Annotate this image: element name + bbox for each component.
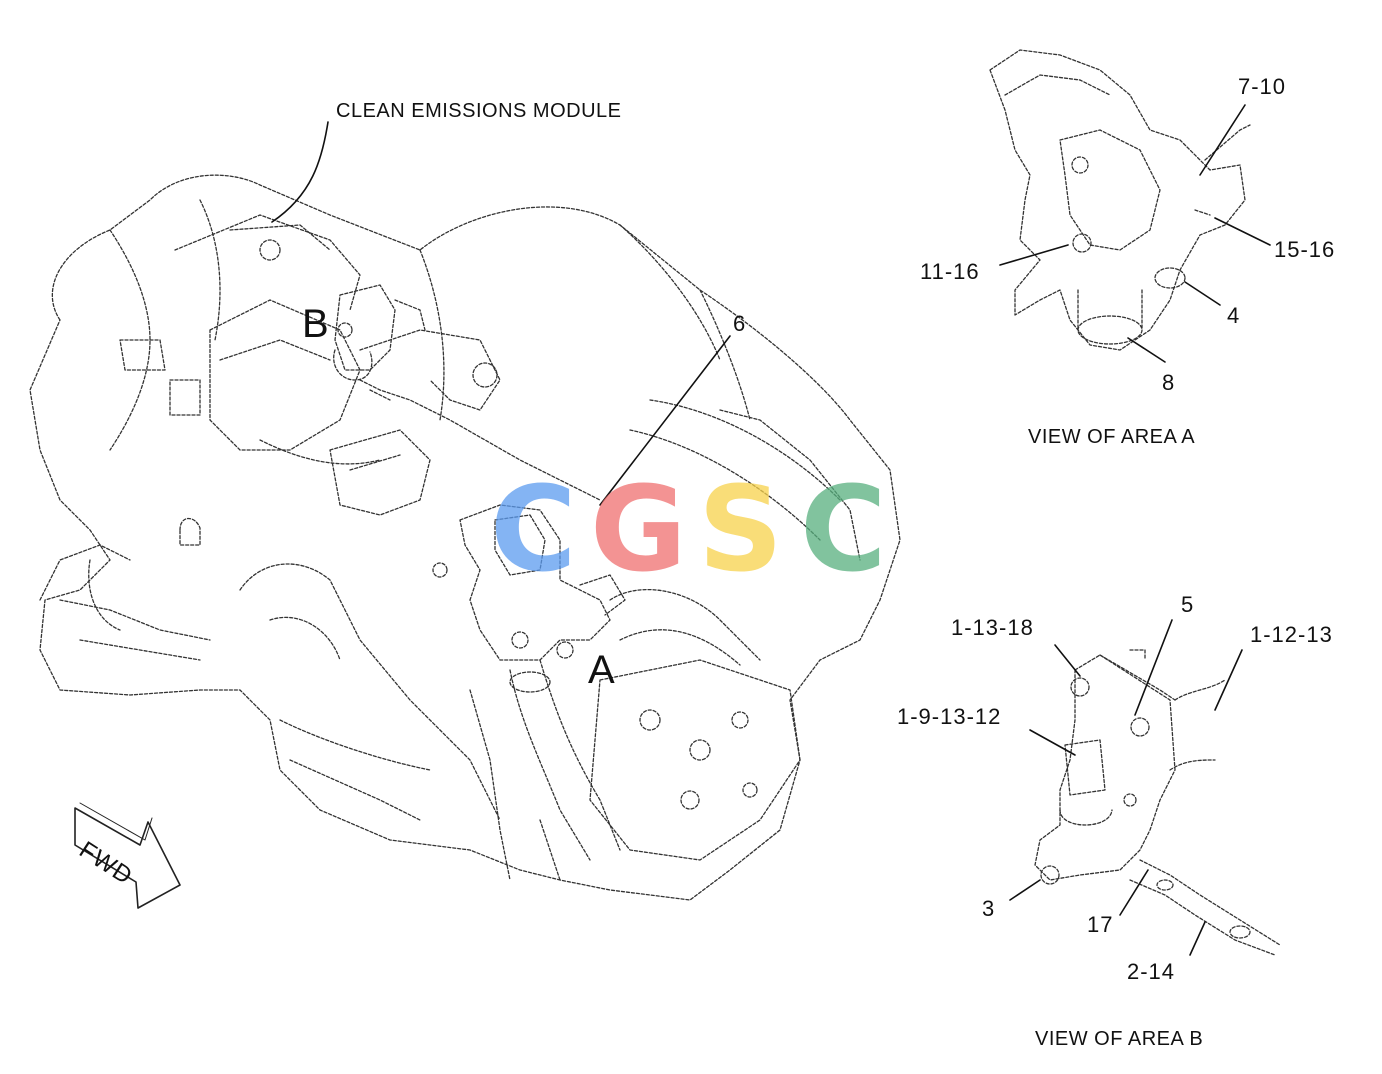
watermark-logo: C G S C [490, 470, 910, 600]
detail-leaders [999, 104, 1271, 956]
callout-6: 6 [733, 311, 747, 336]
engine-assembly [29, 174, 901, 901]
callout-7-10: 7-10 [1238, 74, 1287, 99]
callout-15-16: 15-16 [1274, 237, 1336, 262]
view-area-b-drawing [1034, 649, 1281, 956]
callout-1-13-18: 1-13-18 [951, 615, 1034, 640]
area-b-marker: B [302, 302, 329, 346]
callout-5: 5 [1181, 592, 1195, 617]
view-area-a-caption: VIEW OF AREA A [1028, 426, 1196, 448]
valve-assembly-a [459, 504, 626, 661]
sensor-assembly-b [333, 284, 601, 501]
watermark-letter-4: C [800, 460, 887, 598]
area-a-marker: A [588, 648, 615, 692]
callout-4: 4 [1227, 303, 1241, 328]
callout-11-16: 11-16 [920, 259, 980, 284]
callout-8: 8 [1162, 370, 1176, 395]
callout-1-12-13: 1-12-13 [1250, 622, 1333, 647]
fwd-arrow [74, 802, 181, 909]
callout-2-14: 2-14 [1127, 959, 1176, 984]
view-area-a-drawing [989, 49, 1251, 351]
callout-17: 17 [1087, 912, 1114, 937]
watermark-letter-3: S [698, 460, 783, 598]
view-area-b-caption: VIEW OF AREA B [1035, 1028, 1204, 1050]
main-leaders [271, 121, 731, 506]
callout-1-9-13-12: 1-9-13-12 [897, 704, 1002, 729]
watermark-letter-1: C [490, 460, 577, 598]
clean-emissions-module-label: CLEAN EMISSIONS MODULE [336, 100, 622, 122]
watermark-letter-2: G [590, 460, 687, 598]
callout-3: 3 [982, 896, 996, 921]
